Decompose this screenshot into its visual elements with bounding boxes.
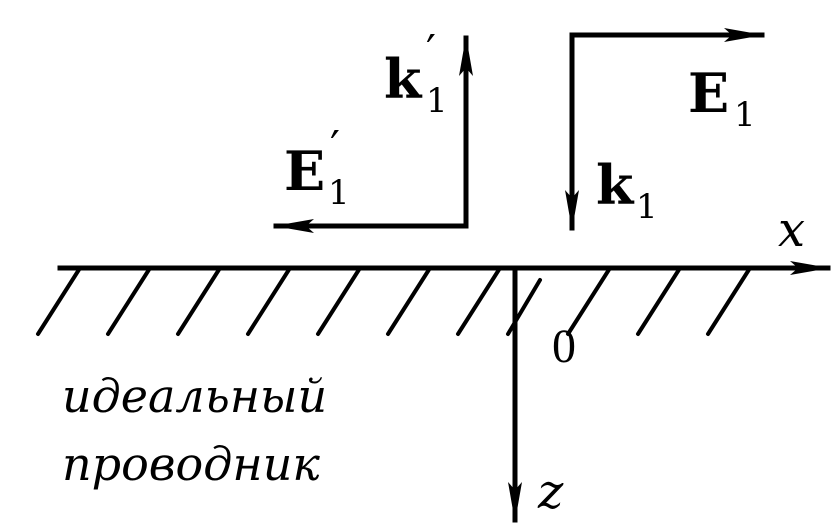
incident-e-symbol: E	[688, 61, 729, 125]
incident-wave-vector-label: k 1	[596, 153, 658, 227]
medium-caption-line1: идеальный	[62, 369, 327, 423]
medium-caption-line2: проводник	[62, 437, 320, 491]
x-axis-label: x	[778, 202, 805, 258]
reflected-field-label: E 1 ′	[284, 122, 350, 213]
incident-field-label: E 1	[688, 61, 756, 135]
incident-k-subscript: 1	[636, 187, 658, 227]
reflected-wave-vector-label: k 1 ′	[384, 26, 448, 121]
conductor-hatching	[36, 266, 752, 336]
reflected-e-prime: ′	[330, 122, 340, 173]
reflected-e-subscript: 1	[328, 173, 350, 213]
reflected-k-subscript: 1	[426, 81, 448, 121]
reflected-e-symbol: E	[284, 139, 325, 203]
incident-e-subscript: 1	[734, 95, 756, 135]
reflected-k-prime: ′	[426, 26, 436, 77]
z-axis-label: z	[537, 464, 564, 520]
origin-label: 0	[552, 320, 576, 373]
incident-k-symbol: k	[596, 153, 635, 217]
reflected-k-symbol: k	[384, 47, 423, 111]
